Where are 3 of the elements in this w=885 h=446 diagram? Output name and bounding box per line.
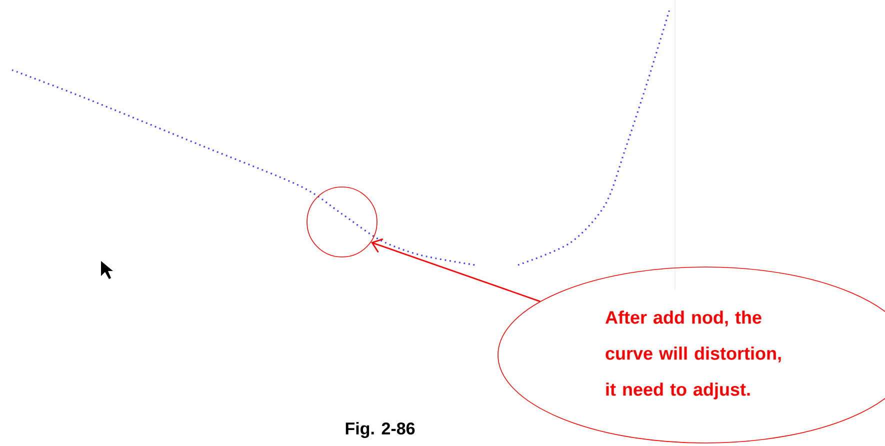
figure-caption: Fig. 2-86: [346, 422, 415, 438]
highlight-circle: [306, 186, 378, 258]
arrow: [371, 238, 540, 302]
